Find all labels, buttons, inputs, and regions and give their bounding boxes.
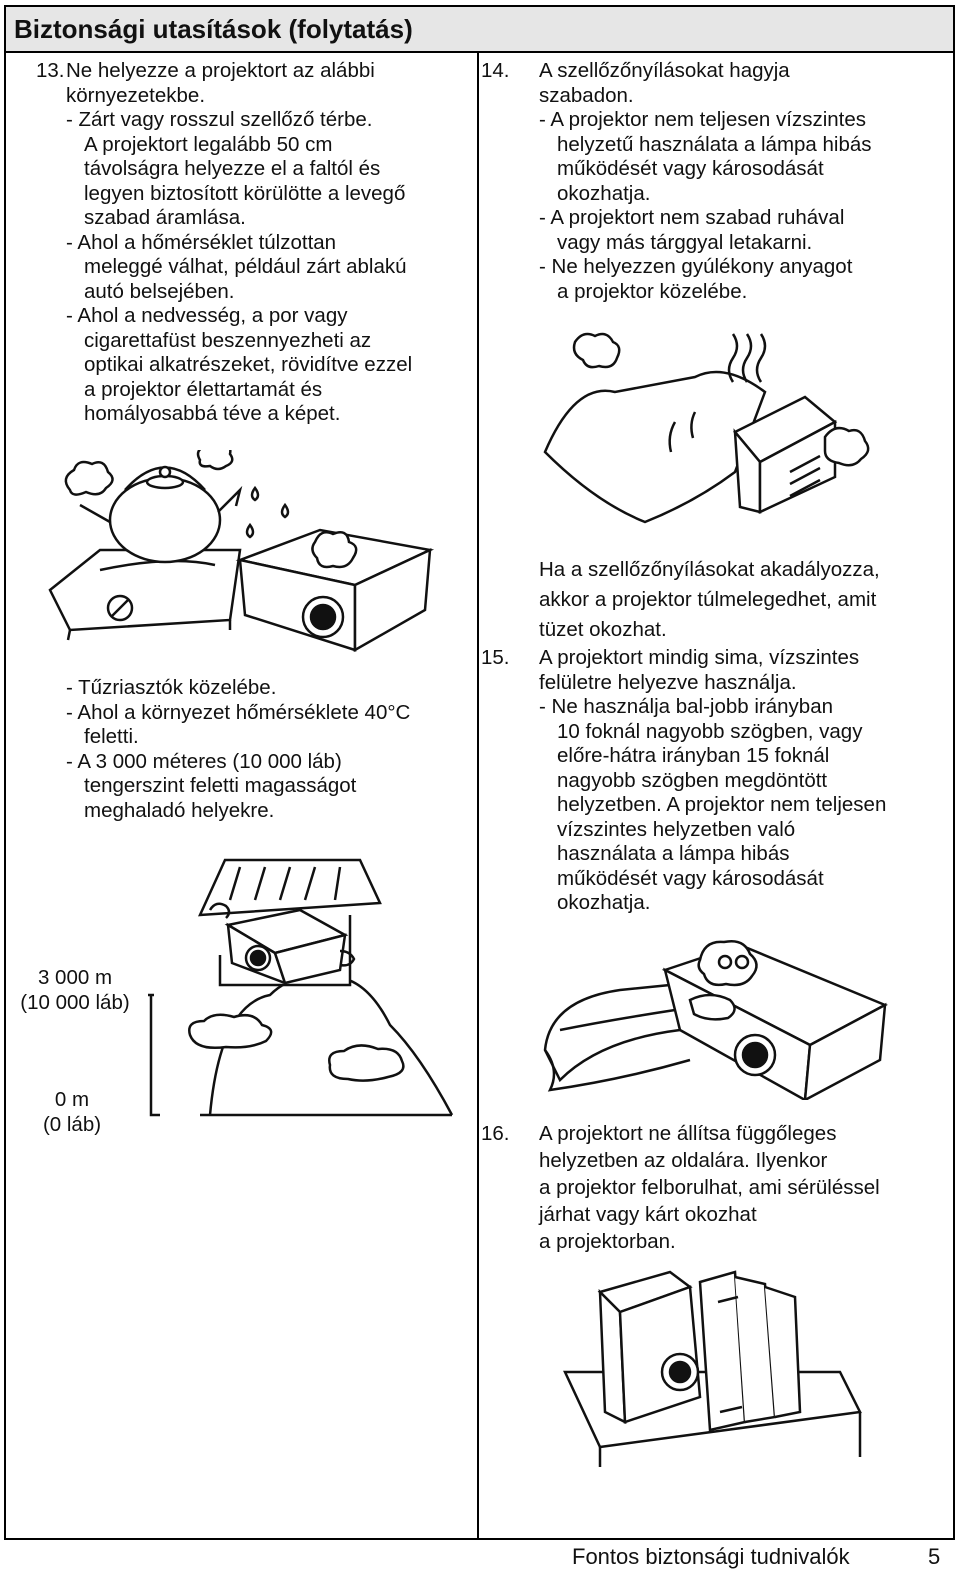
altitude-bottom-label: 0 m (0 láb) <box>14 1088 130 1137</box>
text-line: okozhatja. <box>557 181 651 205</box>
text-line: (10 000 láb) <box>20 990 130 1014</box>
text-line: helyzetű használata a lámpa hibás <box>557 132 872 156</box>
text-line: környezetekbe. <box>66 83 206 107</box>
text-line: a projektorban. <box>539 1230 676 1253</box>
text-line: Ne helyezze a projektort az alábbi <box>66 59 375 82</box>
text-line: (0 láb) <box>42 1112 102 1136</box>
text-line: - A projektort nem szabad ruhával <box>539 206 845 229</box>
text-line: - A 3 000 méteres (10 000 láb) <box>66 749 342 773</box>
text-line: A projektort legalább 50 cm <box>84 132 333 156</box>
text-line: helyzetben az oldalára. Ilyenkor <box>539 1149 828 1172</box>
item-14-number: 14. <box>481 59 510 82</box>
page-title: Biztonsági utasítások (folytatás) <box>14 14 413 44</box>
text-line: - Ahol a környezet hőmérséklete 40°C <box>66 700 411 724</box>
text-line: akkor a projektor túlmelegedhet, amit <box>539 588 877 611</box>
text-line: működését vagy károsodását <box>557 157 824 180</box>
item-13-bullets-continued: - Tűzriasztók közelébe. - Ahol a környez… <box>66 676 410 823</box>
item-16-number: 16. <box>481 1122 510 1145</box>
item-13-number: 13. <box>36 59 65 82</box>
text-line: meleggé válhat, például zárt ablakú <box>84 255 407 278</box>
text-line: okozhatja. <box>557 891 651 914</box>
text-line: cigarettafüst beszennyezheti az <box>84 328 372 352</box>
text-line: szabadon. <box>539 83 634 107</box>
text-line: - A projektor nem teljesen vízszintes <box>539 108 867 131</box>
kettle-projector-illustration <box>40 450 460 670</box>
text-line: 3 000 m <box>37 966 113 989</box>
text-line: a projektor közelébe. <box>557 279 748 303</box>
text-line: feletti. <box>84 725 139 748</box>
item-14-text: A szellőzőnyílásokat hagyja szabadon. - … <box>539 59 872 304</box>
text-line: nagyobb szögben megdöntött <box>557 768 828 792</box>
text-line: homályosabbá téve a képet. <box>84 402 341 425</box>
item-16-text: A projektort ne állítsa függőleges helyz… <box>539 1120 880 1255</box>
tilted-projector-illustration <box>540 930 920 1100</box>
text-line: meghaladó helyekre. <box>84 798 275 822</box>
text-line: 10 foknál nagyobb szögben, vagy <box>557 719 863 743</box>
text-line: - Ahol a hőmérséklet túlzottan <box>66 230 337 254</box>
text-line: helyzetben. A projektor nem teljesen <box>557 793 887 816</box>
title-bar: Biztonsági utasítások (folytatás) <box>4 5 955 53</box>
text-line: A projektort mindig sima, vízszintes <box>539 646 860 669</box>
text-line: optikai alkatrészeket, rövidítve ezzel <box>84 353 413 376</box>
item-15-text: A projektort mindig sima, vízszintes fel… <box>539 646 886 916</box>
text-line: távolságra helyezze el a faltól és <box>84 157 381 180</box>
text-line: legyen biztosított körülötte a levegő <box>84 181 406 205</box>
text-line: - Tűzriasztók közelébe. <box>66 676 277 699</box>
text-line: tengerszint feletti magasságot <box>84 774 357 797</box>
text-line: autó belsejében. <box>84 279 235 303</box>
text-line: a projektor élettartamát és <box>84 377 323 401</box>
text-line: járhat vagy kárt okozhat <box>539 1203 757 1226</box>
text-line: - Ne helyezzen gyúlékony anyagot <box>539 255 853 278</box>
footer-section-title: Fontos biztonsági tudnivalók <box>572 1544 850 1569</box>
text-line: Ha a szellőzőnyílásokat akadályozza, <box>539 558 880 581</box>
altitude-top-label: 3 000 m (10 000 láb) <box>14 966 136 1015</box>
text-line: működését vagy károsodását <box>557 866 824 890</box>
text-line: A projektort ne állítsa függőleges <box>539 1122 837 1145</box>
text-line: A szellőzőnyílásokat hagyja <box>539 59 790 82</box>
text-line: - Zárt vagy rosszul szellőző térbe. <box>66 108 373 131</box>
text-line: - Ahol a nedvesség, a por vagy <box>66 304 348 327</box>
mountain-altitude-illustration <box>140 855 460 1120</box>
text-line: - Ne használja bal-jobb irányban <box>539 695 834 718</box>
text-line: vagy más tárggyal letakarni. <box>557 230 813 254</box>
item-13-text: Ne helyezze a projektort az alábbi körny… <box>66 59 412 427</box>
vertical-projector-illustration <box>560 1262 880 1477</box>
text-line: előre-hátra irányban 15 foknál <box>557 744 830 767</box>
text-line: a projektor felborulhat, ami sérüléssel <box>539 1176 880 1199</box>
text-line: felületre helyezve használja. <box>539 670 797 694</box>
item-14-continued-text: Ha a szellőzőnyílásokat akadályozza, akk… <box>539 555 880 645</box>
text-line: tüzet okozhat. <box>539 618 667 641</box>
column-divider <box>477 53 479 1540</box>
text-line: vízszintes helyzetben való <box>557 817 796 841</box>
covered-projector-illustration <box>535 322 895 532</box>
footer-page-number: 5 <box>928 1544 941 1569</box>
text-line: használata a lámpa hibás <box>557 842 790 865</box>
item-15-number: 15. <box>481 646 510 669</box>
text-line: szabad áramlása. <box>84 206 246 229</box>
text-line: 0 m <box>54 1088 90 1111</box>
content-frame <box>4 53 955 1540</box>
